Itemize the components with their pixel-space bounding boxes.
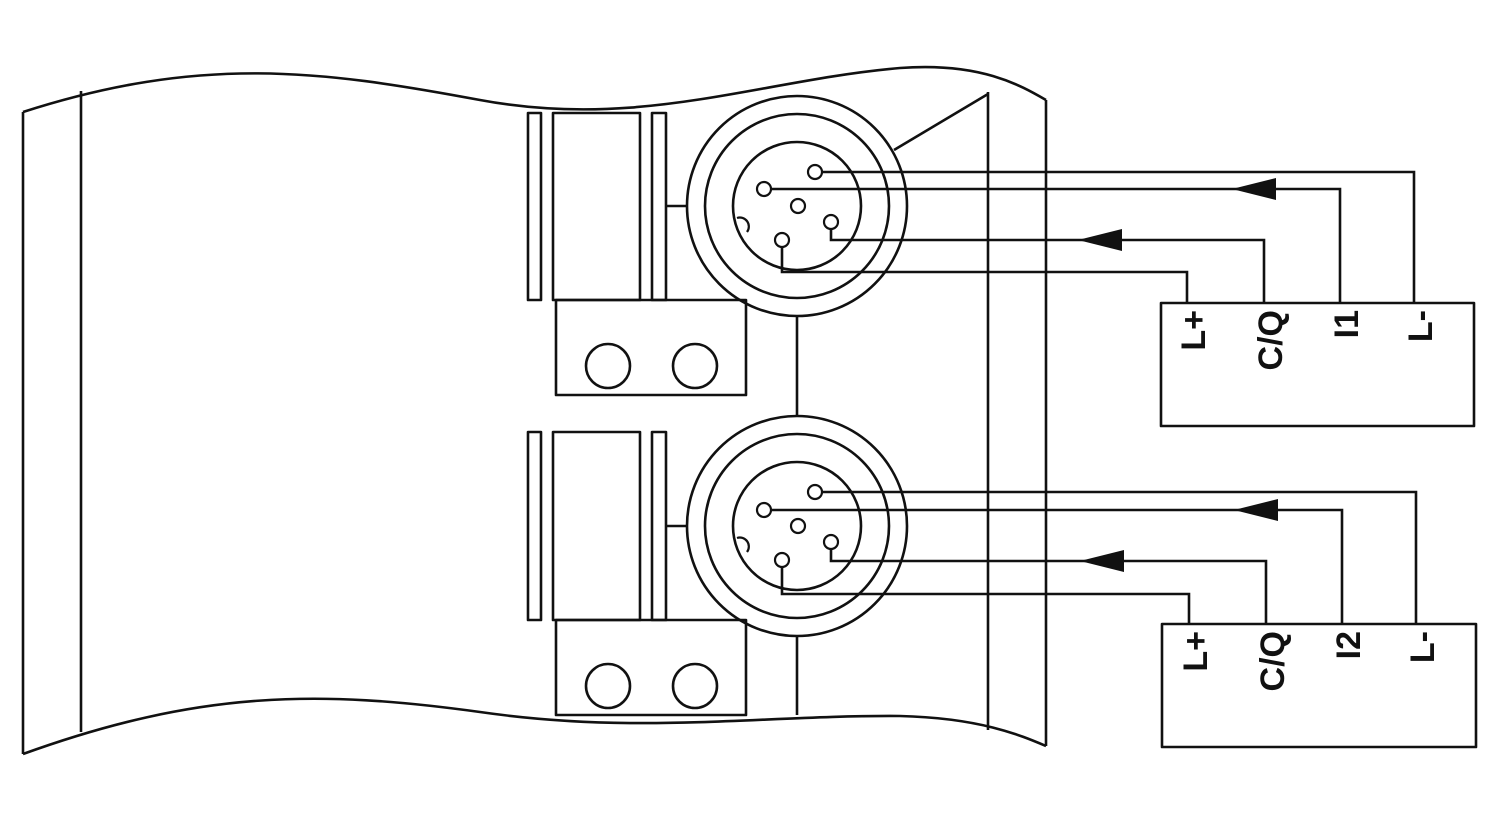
lower-m12-socket — [685, 414, 909, 638]
upper-i1-arrow — [1232, 178, 1276, 200]
lower-socket-pins — [755, 483, 840, 569]
lower-sensor-box: L+ C/Q I2 L- — [1160, 622, 1478, 749]
upper-m12-socket — [685, 94, 909, 318]
upper-led-right — [671, 342, 719, 390]
lower-terminal-lminus: L- — [1404, 631, 1442, 663]
upper-socket-pins — [755, 163, 840, 249]
upper-terminal-i1: I1 — [1328, 310, 1366, 338]
lower-connector-block — [526, 430, 748, 717]
upper-terminal-lplus: L+ — [1175, 310, 1213, 351]
lower-led-left — [584, 662, 632, 710]
lower-terminal-cq: C/Q — [1254, 631, 1292, 691]
upper-wiring — [764, 170, 1416, 303]
lower-cq-arrow — [1080, 550, 1124, 572]
lower-led-right — [671, 662, 719, 710]
lower-wiring — [764, 490, 1418, 624]
io-module-housing — [21, 65, 1048, 756]
lower-i2-arrow — [1234, 499, 1278, 521]
upper-connector-block — [526, 111, 748, 397]
lower-terminal-lplus: L+ — [1177, 631, 1215, 672]
upper-cq-arrow — [1078, 229, 1122, 251]
upper-led-left — [584, 342, 632, 390]
upper-terminal-cq: C/Q — [1252, 310, 1290, 370]
upper-terminal-lminus: L- — [1402, 310, 1440, 342]
upper-sensor-box: L+ C/Q I1 L- — [1159, 301, 1476, 428]
lower-terminal-i2: I2 — [1330, 631, 1368, 659]
